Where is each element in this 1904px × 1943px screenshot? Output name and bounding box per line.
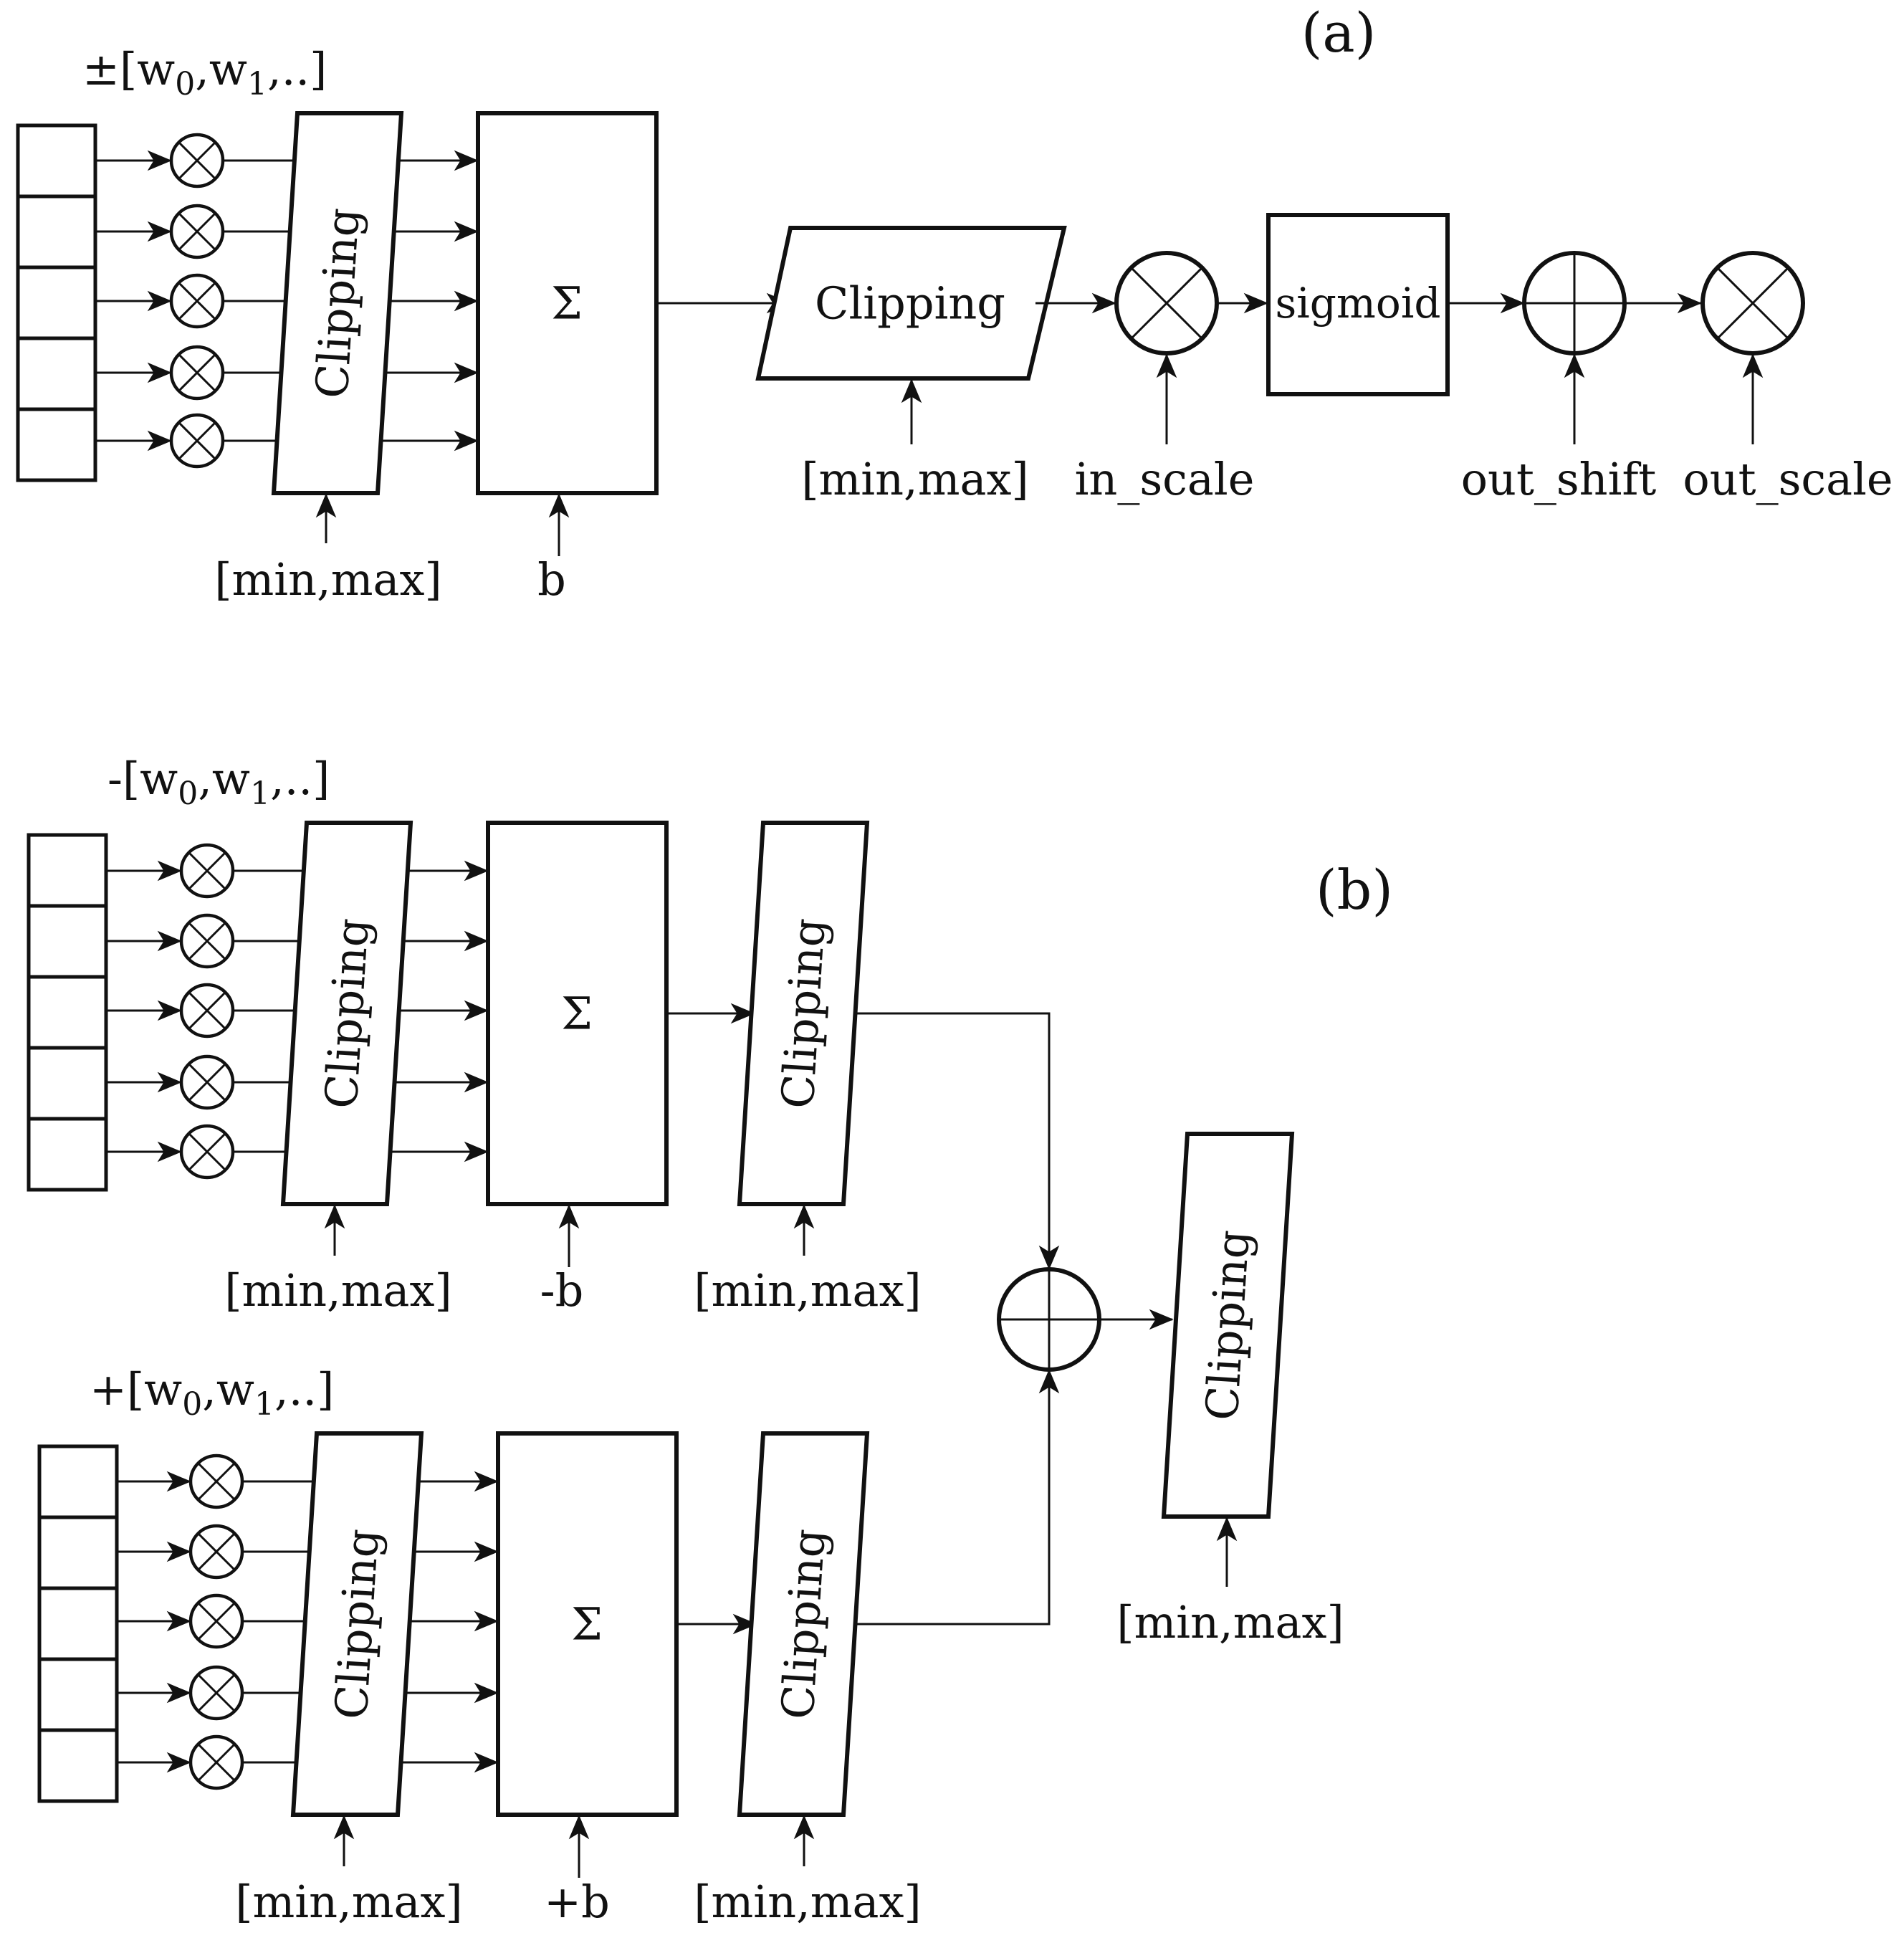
out-shift-add-icon: [1522, 251, 1627, 355]
panel-b-top-clipping-label: Clipping: [315, 917, 379, 1110]
multiply-icon: [188, 1734, 244, 1790]
panel-b-final-clipping-range: [min,max]: [1116, 1596, 1344, 1648]
panel-b-bottom-branch: +[w0,w1,..]: [37, 1363, 1060, 1928]
panel-a-bias-label: b: [537, 553, 566, 606]
panel-a-output-clipping-range: [min,max]: [801, 453, 1028, 505]
panel-b-final-clipping-block: Clipping: [1161, 1132, 1295, 1519]
multiply-icon: [169, 345, 225, 401]
out-scale-multiply-icon: [1700, 251, 1805, 355]
panel-b-bottom-clipping-label: Clipping: [325, 1527, 389, 1721]
panel-b-bottom-sum-block: Σ: [496, 1431, 679, 1817]
panel-b-bottom-clipping-range: [min,max]: [235, 1876, 462, 1928]
multiply-icon: [179, 843, 235, 899]
sum-icon: Σ: [571, 1598, 603, 1651]
panel-a-sum-input-arrows: [381, 150, 479, 452]
panel-b-bottom-weights-label: +[w0,w1,..]: [90, 1363, 334, 1423]
multiply-icon: [179, 983, 235, 1039]
out-shift-label: out_shift: [1461, 453, 1657, 505]
panel-b-top-bias-label: -b: [540, 1264, 584, 1317]
panel-b-bottom-output-clipping-label: Clipping: [771, 1527, 836, 1721]
panel-b-merge-add-icon: [997, 1267, 1101, 1372]
panel-a-input-vector: [16, 123, 97, 482]
panel-b-top-output-clipping-label: Clipping: [771, 917, 836, 1110]
panel-b-bottom-input-arrows: [117, 1471, 191, 1773]
panel-b-bottom-multiplier-lines: [242, 1480, 312, 1764]
panel-a-weights-label: ±[w0,w1,..]: [82, 43, 327, 102]
sum-icon: Σ: [561, 988, 593, 1040]
panel-b-top-sum-input-arrows: [391, 860, 489, 1163]
sum-icon: Σ: [551, 277, 583, 330]
panel-b-bottom-weight-multipliers: [188, 1453, 244, 1790]
multiply-icon: [169, 273, 225, 329]
panel-b-top-output-clipping-range: [min,max]: [694, 1264, 921, 1317]
panel-b-bottom-sum-input-arrows: [401, 1471, 499, 1773]
panel-b-top-output-clipping-block: Clipping: [737, 821, 870, 1206]
panel-b-bottom-clipping-block: Clipping: [290, 1431, 424, 1817]
panel-b-top-weights-label: -[w0,w1,..]: [107, 753, 330, 812]
panel-a-label: (a): [1301, 1, 1377, 65]
multiply-icon: [188, 1453, 244, 1509]
panel-b-top-branch: -[w0,w1,..]: [27, 753, 1060, 1317]
panel-b: (b) -[w0,w1,..]: [27, 753, 1393, 1928]
panel-a-multiplier-lines: [223, 159, 292, 442]
multiply-icon: [169, 133, 225, 188]
panel-a-weight-multipliers: [169, 133, 225, 469]
out-scale-label: out_scale: [1683, 453, 1893, 505]
multiply-icon: [179, 1054, 235, 1110]
panel-b-top-weight-multipliers: [179, 843, 235, 1180]
panel-a-clipping-block: Clipping: [271, 111, 404, 495]
multiply-icon: [169, 204, 225, 259]
multiply-icon: [179, 1124, 235, 1180]
panel-a-output-clipping-block: Clipping: [755, 226, 1067, 381]
in-scale-multiply-icon: [1114, 251, 1219, 355]
sigmoid-label: sigmoid: [1275, 279, 1440, 328]
panel-b-top-input-arrows: [106, 860, 182, 1163]
panel-a-clipping-label: Clipping: [305, 206, 370, 400]
panel-b-top-sum-block: Σ: [486, 821, 669, 1206]
panel-a-clipping-range: [min,max]: [214, 553, 441, 606]
panel-b-top-clipping-block: Clipping: [280, 821, 413, 1206]
panel-a-sum-block: Σ: [476, 111, 659, 495]
panel-b-bottom-output-clipping-block: Clipping: [737, 1431, 870, 1817]
panel-b-bottom-output-clipping-range: [min,max]: [694, 1876, 921, 1928]
multiply-icon: [169, 413, 225, 469]
panel-b-top-clipping-range: [min,max]: [224, 1264, 451, 1317]
panel-b-label: (b): [1316, 858, 1393, 922]
panel-b-top-multiplier-lines: [233, 869, 302, 1153]
panel-b-bottom-input-vector: [37, 1444, 119, 1803]
panel-a-output-clipping-label: Clipping: [815, 277, 1005, 330]
multiply-icon: [188, 1524, 244, 1580]
in-scale-label: in_scale: [1075, 453, 1255, 505]
panel-b-final-clipping-label: Clipping: [1195, 1228, 1260, 1422]
multiply-icon: [179, 913, 235, 969]
panel-b-bottom-bias-label: +b: [544, 1876, 610, 1928]
panel-a-input-arrows: [95, 150, 172, 452]
multiply-icon: [188, 1593, 244, 1649]
panel-a: (a) ±[w0,w1,..]: [16, 1, 1893, 606]
panel-b-top-input-vector: [27, 833, 108, 1192]
multiply-icon: [188, 1665, 244, 1721]
sigmoid-block: sigmoid: [1266, 213, 1450, 396]
